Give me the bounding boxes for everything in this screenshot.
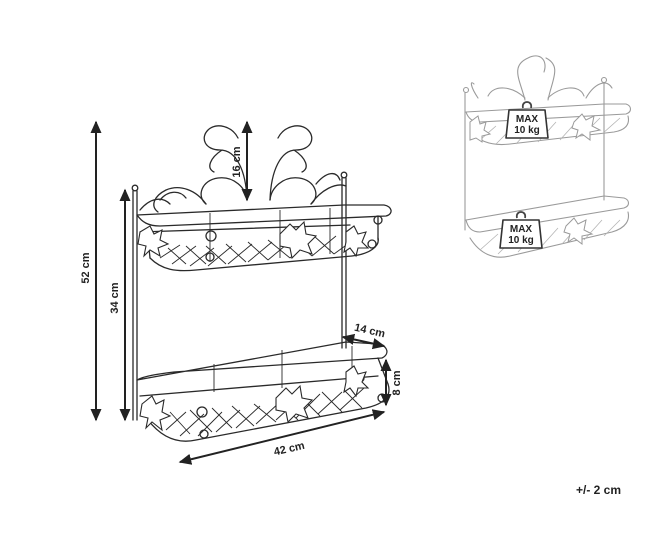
weight-bottom-line1: MAX (510, 224, 533, 235)
depth-label: 14 cm (353, 322, 386, 341)
height-frame-label: 34 cm (109, 282, 121, 313)
top-basket (136, 204, 392, 272)
width-arrow (178, 409, 386, 465)
weight-top-line1: MAX (516, 114, 539, 125)
weight-top: MAX 10 kg (505, 101, 549, 139)
basket-height-label: 8 cm (391, 370, 403, 395)
shelf-main-drawing: 52 cm 34 cm 16 cm 14 cm 8 cm 42 cm (80, 120, 403, 465)
bottom-basket (136, 341, 390, 442)
scroll-crest (139, 125, 347, 213)
tolerance-note: +/- 2 cm (576, 483, 621, 497)
weight-bottom: MAX 10 kg (499, 211, 543, 249)
scroll-height-label: 16 cm (231, 146, 243, 177)
height-total-label: 52 cm (80, 252, 92, 283)
dimension-lines (90, 120, 392, 465)
weight-bottom-line2: 10 kg (508, 235, 534, 246)
weight-top-line2: 10 kg (514, 125, 540, 136)
load-capacity-thumbnail: MAX 10 kg MAX 10 kg (462, 55, 632, 258)
width-label: 42 cm (273, 440, 306, 459)
depth-arrow (341, 333, 386, 350)
frame-posts (131, 171, 348, 421)
